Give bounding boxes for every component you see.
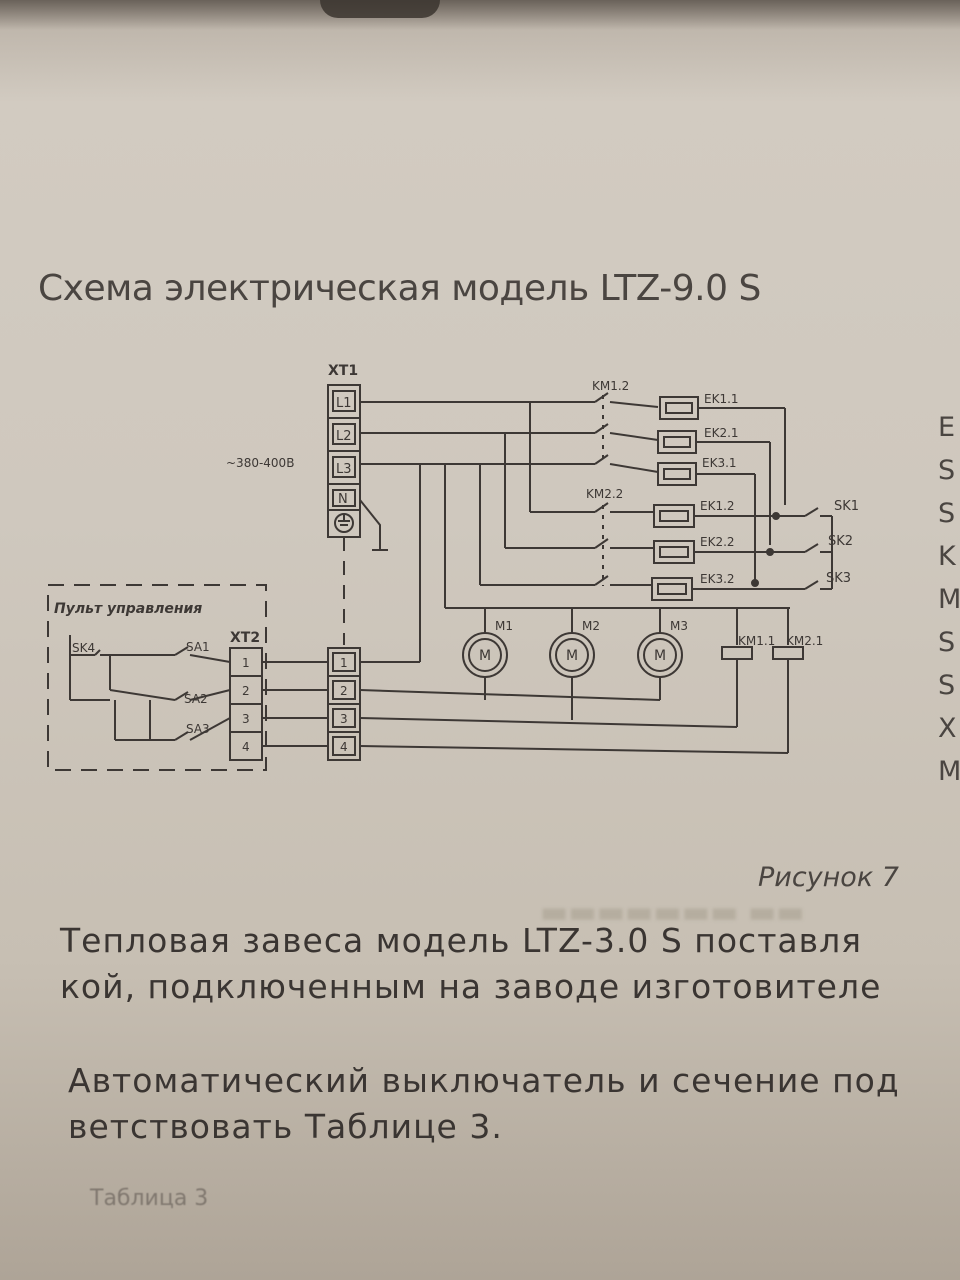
m3-glyph: M (654, 648, 666, 664)
control-panel-label: Пульт управления (54, 601, 202, 617)
sa3-label: SA3 (186, 722, 210, 736)
ek32-label: EK3.2 (700, 572, 735, 586)
legend-fragment: M (938, 584, 960, 615)
xt1-term-n: N (338, 492, 348, 507)
xt2-num-1: 1 (242, 656, 250, 670)
xt2-num-2: 2 (242, 684, 250, 698)
xt1-label: XT1 (328, 363, 358, 379)
ek12-label: EK1.2 (700, 499, 735, 513)
xt-num-4: 4 (340, 740, 348, 754)
ek31-label: EK3.1 (702, 456, 737, 470)
control-panel-frame (47, 584, 267, 771)
coil-km21 (772, 646, 804, 660)
ek21-label: EK2.1 (704, 426, 739, 440)
bleed-through-text: ▬▬▬▬▬▬▬ ▬▬ (540, 895, 805, 930)
xt1-term-l3: L3 (336, 462, 352, 477)
xt1-term-l2: L2 (336, 429, 352, 444)
km12-label: KM1.2 (592, 379, 629, 393)
paragraph-1: Тепловая завеса модель LTZ-3.0 S поставл… (60, 918, 881, 1010)
xt2-num-4: 4 (242, 740, 250, 754)
ek11-label: EK1.1 (704, 392, 739, 406)
m2-glyph: M (566, 648, 578, 664)
legend-fragment: X (938, 713, 957, 744)
sa2-label: SA2 (184, 692, 208, 706)
km22-label: KM2.2 (586, 487, 623, 501)
xt-num-2: 2 (340, 684, 348, 698)
table-label: Таблица 3 (90, 1186, 209, 1211)
sk2-label: SK2 (828, 534, 853, 549)
legend-fragment: M (938, 756, 960, 787)
ground-icon (334, 513, 354, 533)
sk3-label: SK3 (826, 571, 851, 586)
legend-fragment: S (938, 627, 956, 658)
figure-caption: Рисунок 7 (758, 862, 899, 893)
paragraph-2-line-2: ветствовать Таблице 3. (68, 1107, 503, 1146)
legend-fragment-column: E S S K M S S X M (938, 412, 960, 799)
sa1-label: SA1 (186, 640, 210, 654)
xt-num-3: 3 (340, 712, 348, 726)
paragraph-2: Автоматический выключатель и сечение под… (68, 1058, 900, 1150)
legend-fragment: S (938, 455, 956, 486)
km21-label: KM2.1 (786, 634, 823, 648)
photo-top-object (320, 0, 440, 18)
legend-fragment: S (938, 670, 956, 701)
km11-label: KM1.1 (738, 634, 775, 648)
m1-label: M1 (495, 619, 513, 633)
supply-voltage-label: ~380-400В (226, 456, 294, 470)
ek22-label: EK2.2 (700, 535, 735, 549)
coil-km11 (721, 646, 753, 660)
paragraph-2-line-1: Автоматический выключатель и сечение под (68, 1061, 900, 1100)
sk1-label: SK1 (834, 499, 859, 514)
legend-fragment: K (938, 541, 956, 572)
schematic-heading: Схема электрическая модель LTZ-9.0 S (38, 268, 761, 309)
photo-top-shadow (0, 0, 960, 30)
paragraph-1-line-2: кой, подключенным на заводе изготовителе (60, 967, 882, 1006)
xt2-label: XT2 (230, 630, 260, 646)
wiring-schematic: XT1 L1 L2 L3 N ~380-400В KM1.2 KM2.2 EK1… (47, 363, 859, 771)
m1-glyph: M (479, 648, 491, 664)
legend-fragment: E (938, 412, 956, 443)
legend-fragment: S (938, 498, 956, 529)
m3-label: M3 (670, 619, 688, 633)
xt1-term-l1: L1 (336, 396, 352, 411)
paragraph-1-line-1: Тепловая завеса модель LTZ-3.0 S поставл… (60, 921, 863, 960)
xt-num-1: 1 (340, 656, 348, 670)
xt2-num-3: 3 (242, 712, 250, 726)
m2-label: M2 (582, 619, 600, 633)
sk4-label: SK4 (72, 641, 95, 655)
